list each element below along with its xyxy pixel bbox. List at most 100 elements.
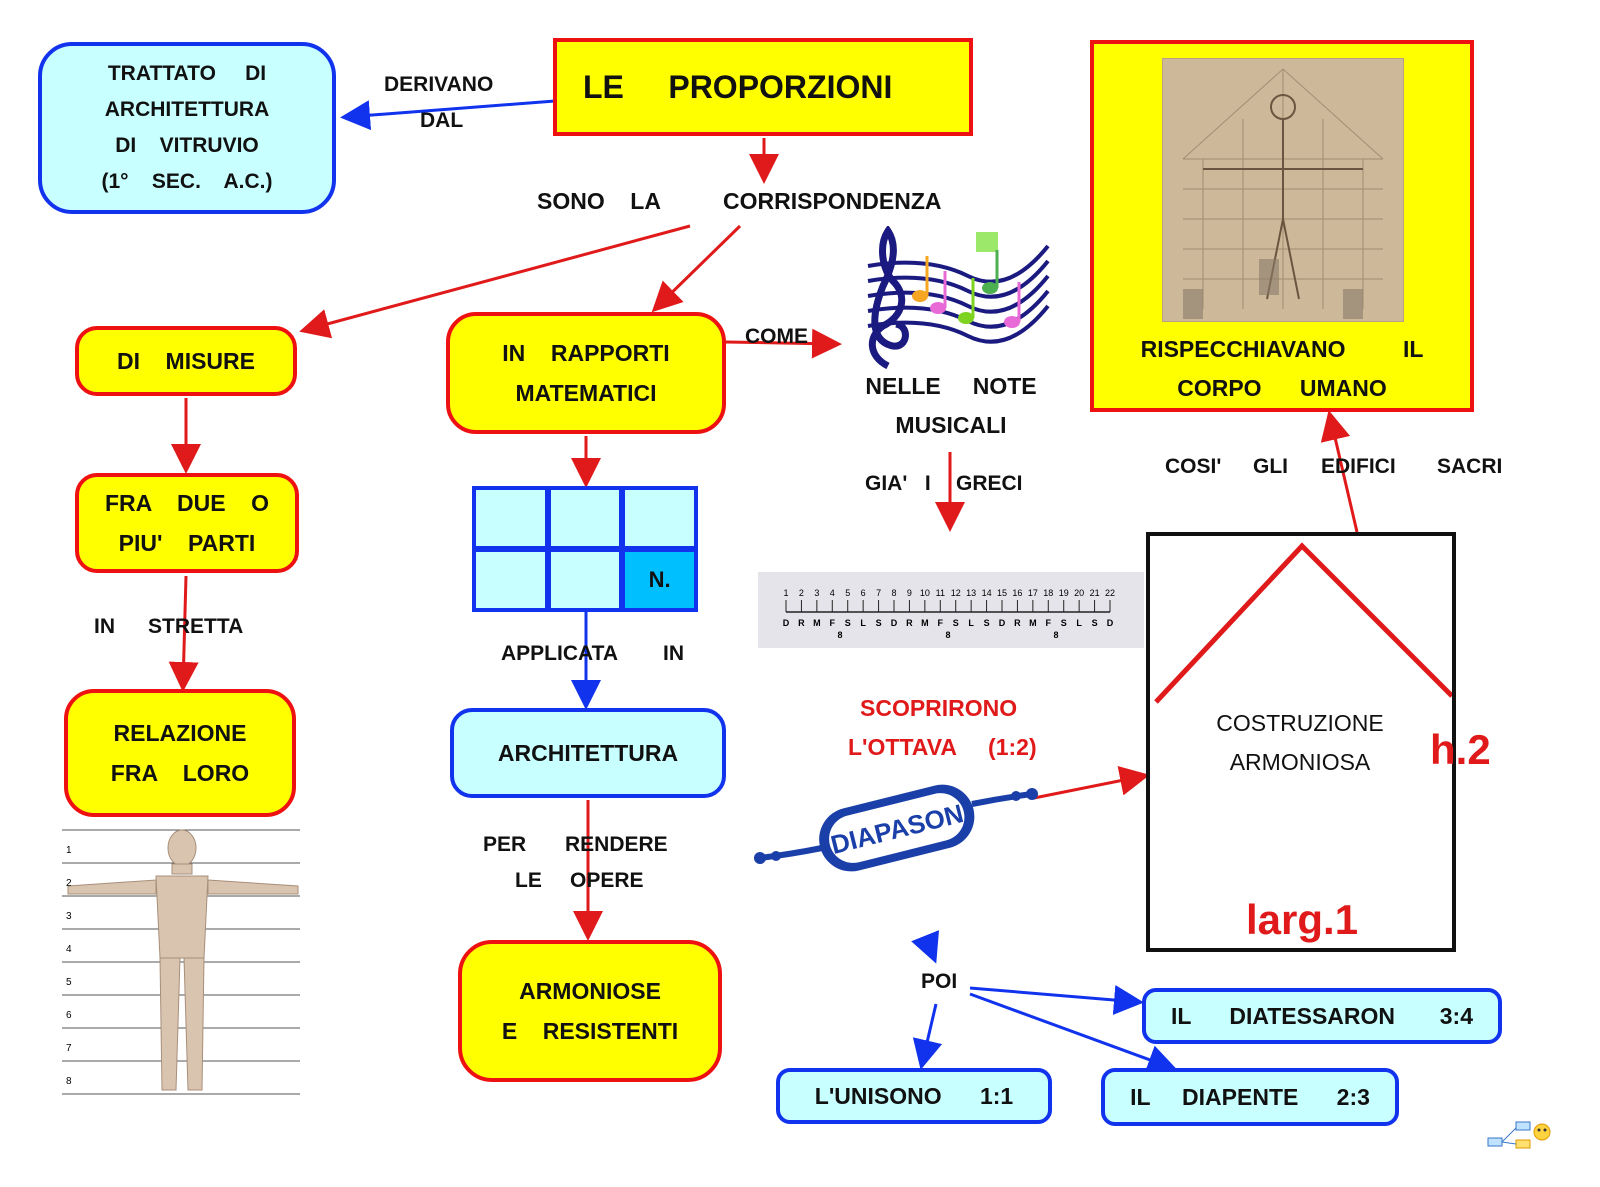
ruler-drawing: 1D2R3M4F5S6L7S8D9R10M11F12S13L14S15D16R1…	[783, 588, 1115, 640]
ruler-number: 11	[936, 588, 945, 598]
label-ottava: L'OTTAVA (1:2)	[848, 734, 1037, 760]
armoniose-node: ARMONIOSE E RESISTENTI	[458, 940, 722, 1082]
rapporti-line-2: MATEMATICI	[515, 380, 657, 406]
ruler-note: D	[1107, 618, 1114, 628]
label-per: PER	[483, 833, 527, 856]
note-line-2: MUSICALI	[895, 412, 1007, 438]
ruler-note: M	[813, 618, 821, 628]
arrow-costruzione-to-rispecchiavano	[1320, 410, 1359, 533]
ruler-number: 6	[861, 588, 866, 598]
label-sacri: SACRI	[1437, 455, 1503, 478]
label-dal: DAL	[420, 109, 464, 132]
costruzione-line-1: COSTRUZIONE	[1216, 710, 1384, 736]
ruler-note: R	[906, 618, 913, 628]
costruzione-line-2: ARMONIOSA	[1229, 749, 1371, 775]
armoniose-line-1: ARMONIOSE	[519, 978, 661, 1004]
label-applicata-in: IN	[663, 642, 684, 665]
ruler-note: L	[1076, 618, 1082, 628]
label-opere: OPERE	[570, 869, 644, 892]
ruler-number: 18	[1043, 588, 1053, 598]
ruler-note: R	[798, 618, 805, 628]
label-corrispondenza: CORRISPONDENZA	[723, 188, 942, 214]
music-notes-image	[867, 226, 1050, 370]
scale-number: 7	[66, 1043, 72, 1054]
ruler-note: F	[1046, 618, 1052, 628]
scale-number: 3	[66, 911, 72, 922]
ruler-number: 15	[997, 588, 1007, 598]
ruler-number: 14	[982, 588, 992, 598]
misure-text: DI MISURE	[116, 347, 255, 374]
arrow-to-misure	[299, 224, 691, 339]
diatessaron-text: IL DIATESSARON 3:4	[1170, 1002, 1474, 1029]
unisono-node: L'UNISONO 1:1	[776, 1068, 1052, 1124]
label-in: IN	[94, 615, 115, 638]
ruler-number: 4	[830, 588, 835, 598]
scale-number: 6	[66, 1010, 72, 1021]
ruler-number: 19	[1059, 588, 1069, 598]
ruler-note: M	[921, 618, 929, 628]
treble-clef-icon	[868, 226, 909, 370]
arrow-poi-to-diapente	[969, 992, 1178, 1074]
scale-number: 5	[66, 977, 72, 988]
ruler-note: F	[830, 618, 836, 628]
ruler-number: 21	[1090, 588, 1100, 598]
vitruvio-line-4: (1° SEC. A.C.)	[101, 170, 273, 193]
armoniose-line-2: E RESISTENTI	[501, 1018, 679, 1044]
ruler-note: S	[1061, 618, 1067, 628]
label-gli: GLI	[1253, 455, 1288, 478]
ruler-number: 16	[1012, 588, 1022, 598]
vitruvian-drawing-image	[1162, 58, 1404, 322]
grid-cell	[625, 490, 694, 546]
ruler-note: L	[860, 618, 866, 628]
title-text: LE PROPORZIONI	[583, 68, 893, 105]
label-cosi: COSI'	[1165, 455, 1222, 478]
ruler-note: D	[891, 618, 898, 628]
scale-number: 8	[66, 1076, 72, 1087]
ruler-note: S	[1092, 618, 1098, 628]
ruler-note: S	[876, 618, 882, 628]
grid-cell	[550, 490, 620, 546]
mappe-logo-icon	[1487, 1121, 1551, 1149]
ruler-octave-mark: 8	[1053, 630, 1058, 640]
ruler-number: 20	[1074, 588, 1084, 598]
rispecchiavano-node: RISPECCHIAVANO IL CORPO UMANO	[1090, 40, 1474, 412]
grid-cell	[476, 490, 545, 546]
rispecchiavano-line-2: CORPO UMANO	[1177, 375, 1387, 401]
arrow-into-poi	[911, 930, 940, 964]
roof-shape	[1154, 542, 1452, 704]
diapente-text: IL DIAPENTE 2:3	[1130, 1083, 1370, 1110]
ruler-note: L	[968, 618, 974, 628]
unisono-text: L'UNISONO 1:1	[814, 1082, 1014, 1109]
diapente-node: IL DIAPENTE 2:3	[1101, 1068, 1399, 1126]
title-node: LE PROPORZIONI	[553, 38, 973, 136]
label-gia-i: GIA' I	[865, 472, 931, 495]
arrow-to-rapporti	[651, 224, 742, 313]
label-greci: GRECI	[956, 472, 1023, 495]
label-come: COME	[745, 325, 808, 348]
ruler-note: R	[1014, 618, 1021, 628]
scale-number: 4	[66, 944, 72, 955]
ruler-number: 3	[814, 588, 819, 598]
arrow-poi-to-unisono	[912, 1003, 943, 1070]
ruler-number: 9	[907, 588, 912, 598]
ruler-number: 8	[891, 588, 896, 598]
architettura-node: ARCHITETTURA	[450, 708, 726, 798]
grid-cell	[476, 552, 545, 608]
label-scoprirono: SCOPRIRONO	[860, 695, 1018, 721]
height-label: h.2	[1430, 726, 1491, 773]
note-line-1: NELLE NOTE	[865, 373, 1037, 399]
ruler-number: 22	[1105, 588, 1115, 598]
grid-cell-text: N.	[648, 567, 671, 592]
scale-number: 1	[66, 845, 72, 856]
relazione-line-2: FRA LORO	[110, 760, 250, 786]
vitruvio-line-1: TRATTATO DI	[107, 62, 267, 85]
ruler-note: D	[783, 618, 790, 628]
arrow-title-to-vitruvio	[340, 99, 556, 131]
rispecchiavano-line-1: RISPECCHIAVANO IL	[1140, 336, 1424, 362]
ruler-note: F	[938, 618, 944, 628]
arrow-come	[725, 328, 842, 359]
ruler-octave-mark: 8	[837, 630, 842, 640]
